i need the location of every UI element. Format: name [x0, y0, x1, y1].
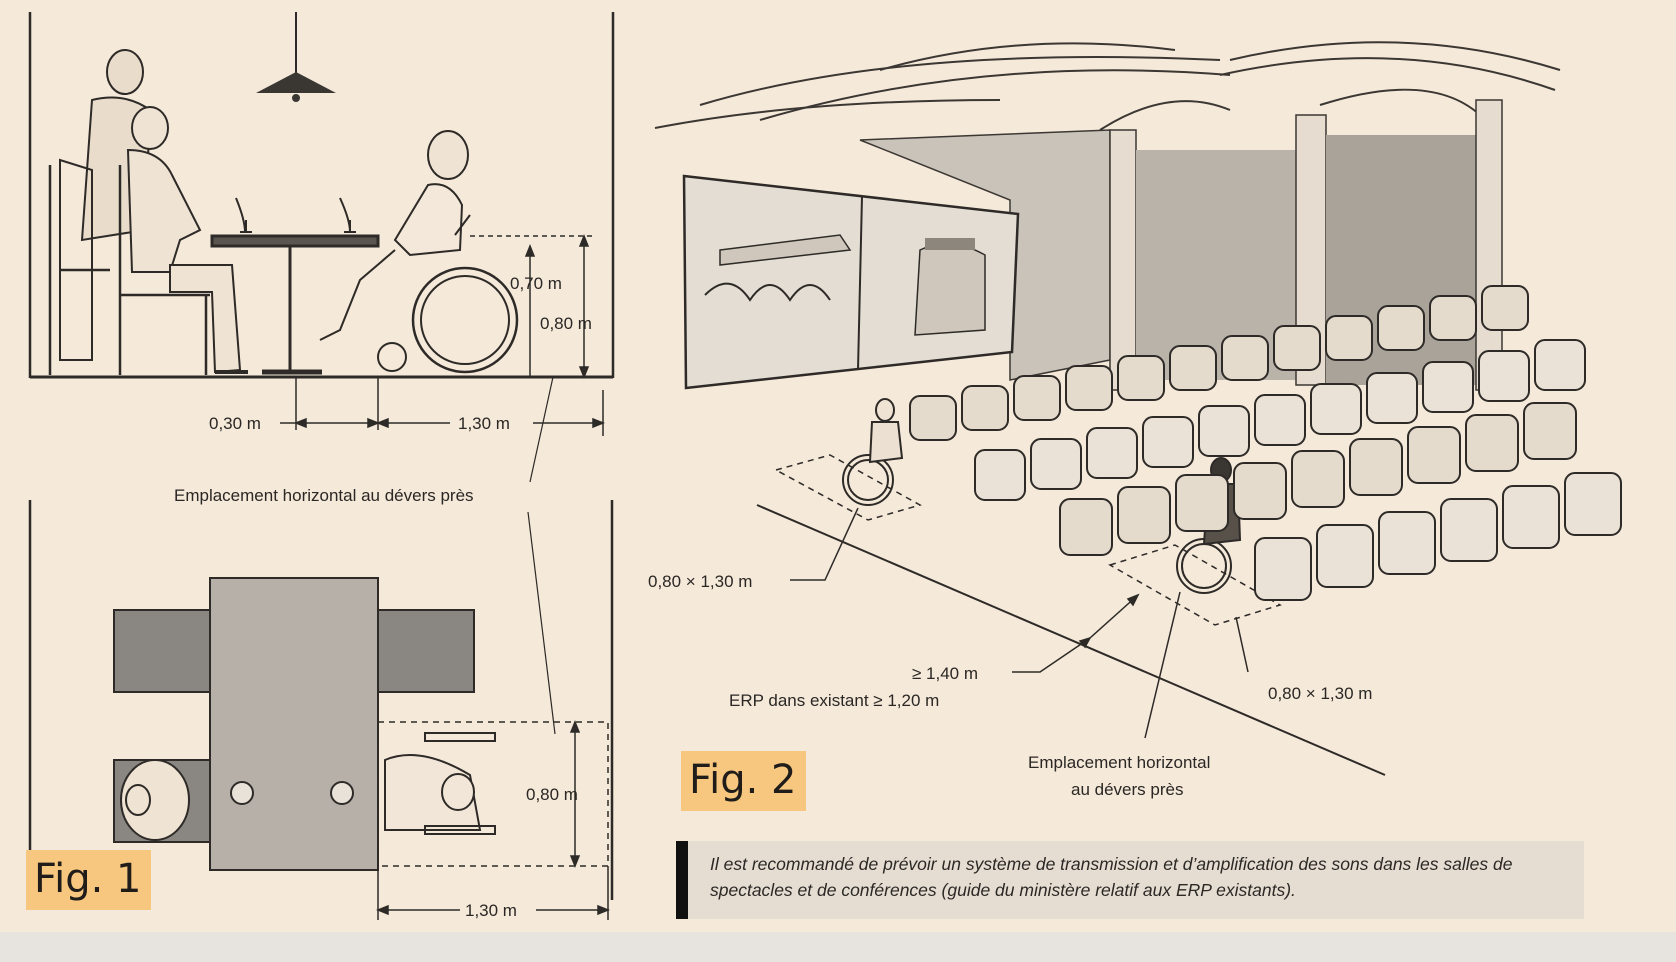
dim-130-plan: 1,30 m: [465, 901, 517, 920]
fig1-elevation: 0,70 m 0,80 m 0,30 m 1,30 m Emplacement …: [28, 12, 615, 735]
fig1-label: Fig. 1: [26, 850, 152, 910]
pendant-lamp: [256, 12, 336, 102]
aisle-width: ≥ 1,40 m: [912, 664, 978, 683]
plan-table: [209, 577, 379, 871]
pillar: [1475, 99, 1503, 391]
theatre-seat: [1325, 315, 1373, 361]
plan-plate: [230, 781, 254, 805]
theatre-seat: [1254, 537, 1312, 601]
theatre-seat: [1349, 438, 1403, 496]
fig1-caption: Emplacement horizontal au dévers près: [174, 486, 474, 505]
theatre-seat: [1377, 305, 1425, 351]
theatre-seat: [1086, 427, 1138, 479]
space-dimension-right: 0,80 × 1,30 m: [1268, 684, 1372, 703]
theatre-seat: [1366, 372, 1418, 424]
theatre-seat: [1534, 339, 1586, 391]
theatre-seat: [1175, 474, 1229, 532]
theatre-seat: [1291, 450, 1345, 508]
leader-line: [529, 376, 554, 483]
theatre-seat: [1316, 524, 1374, 588]
aisle-edge-line: [756, 504, 1386, 776]
ceiling-vaults: [654, 41, 1561, 131]
theatre-seat: [1481, 285, 1529, 331]
theatre-seat: [961, 385, 1009, 431]
theatre-seat: [1407, 426, 1461, 484]
leader-line: [527, 511, 556, 735]
space-dimension-left: 0,80 × 1,30 m: [648, 572, 752, 591]
theatre-seat: [1378, 511, 1436, 575]
fig1-plan: 0,80 m 1,30 m: [28, 500, 614, 920]
plan-space-outline: [377, 721, 609, 867]
fig2-leaders: [790, 507, 1249, 739]
seating-rows: [909, 285, 1622, 601]
dim-030: 0,30 m: [209, 414, 261, 433]
theatre-seat: [1429, 295, 1477, 341]
cinema-screen: [682, 174, 1020, 390]
plan-wheelchair-user: [384, 732, 496, 835]
theatre-seat: [1440, 498, 1498, 562]
height-dimensions: [470, 233, 595, 380]
dim-080-plan: 0,80 m: [526, 785, 578, 804]
fig2-caption-line1: Emplacement horizontal: [1028, 753, 1210, 772]
fig2-cinema: 0,80 × 1,30 m ≥ 1,40 m ERP dans existant…: [648, 41, 1622, 799]
dim-height-070: 0,70 m: [510, 274, 562, 293]
theatre-seat: [1478, 350, 1530, 402]
aisle-width-existing: ERP dans existant ≥ 1,20 m: [729, 691, 939, 710]
seated-man: [126, 106, 248, 374]
wheelchair-space-left: [774, 454, 922, 521]
theatre-seat: [1059, 498, 1113, 556]
wheelchair-user-side: [319, 130, 519, 374]
theatre-seat: [1310, 383, 1362, 435]
theatre-seat: [1422, 361, 1474, 413]
fig2-caption-line2: au dévers près: [1071, 780, 1183, 799]
theatre-seat: [1465, 414, 1519, 472]
dim-height-080: 0,80 m: [540, 314, 592, 333]
chair: [48, 165, 210, 375]
theatre-seat: [1169, 345, 1217, 391]
recommendation-note: Il est recommandé de prévoir un système …: [676, 841, 1584, 919]
theatre-seat: [1198, 405, 1250, 457]
dim-130-side: 1,30 m: [458, 414, 510, 433]
wheelchair-space-right: [1108, 544, 1282, 626]
theatre-seat: [974, 449, 1026, 501]
theatre-seat: [1117, 486, 1171, 544]
theatre-seat: [1523, 402, 1577, 460]
dining-table: [210, 197, 380, 375]
theatre-seat: [1117, 355, 1165, 401]
plan-plate: [330, 781, 354, 805]
theatre-seat: [1030, 438, 1082, 490]
floor-dimensions: [280, 378, 606, 436]
theatre-seat: [1221, 335, 1269, 381]
side-wall: [859, 129, 1111, 381]
theatre-seat: [1233, 462, 1287, 520]
theatre-seat: [1502, 485, 1560, 549]
theatre-seat: [909, 395, 957, 441]
theatre-seat: [1013, 375, 1061, 421]
pillar: [1109, 129, 1137, 391]
theatre-seat: [1065, 365, 1113, 411]
theatre-seat: [1254, 394, 1306, 446]
plan-person: [120, 759, 190, 841]
theatre-seat: [1142, 416, 1194, 468]
plan-dimensions: [375, 719, 611, 920]
theatre-seat: [1273, 325, 1321, 371]
fig2-label: Fig. 2: [681, 751, 807, 811]
theatre-seat: [1564, 472, 1622, 536]
wheelchair-user-left: [842, 398, 904, 506]
back-wall: [1136, 150, 1296, 380]
